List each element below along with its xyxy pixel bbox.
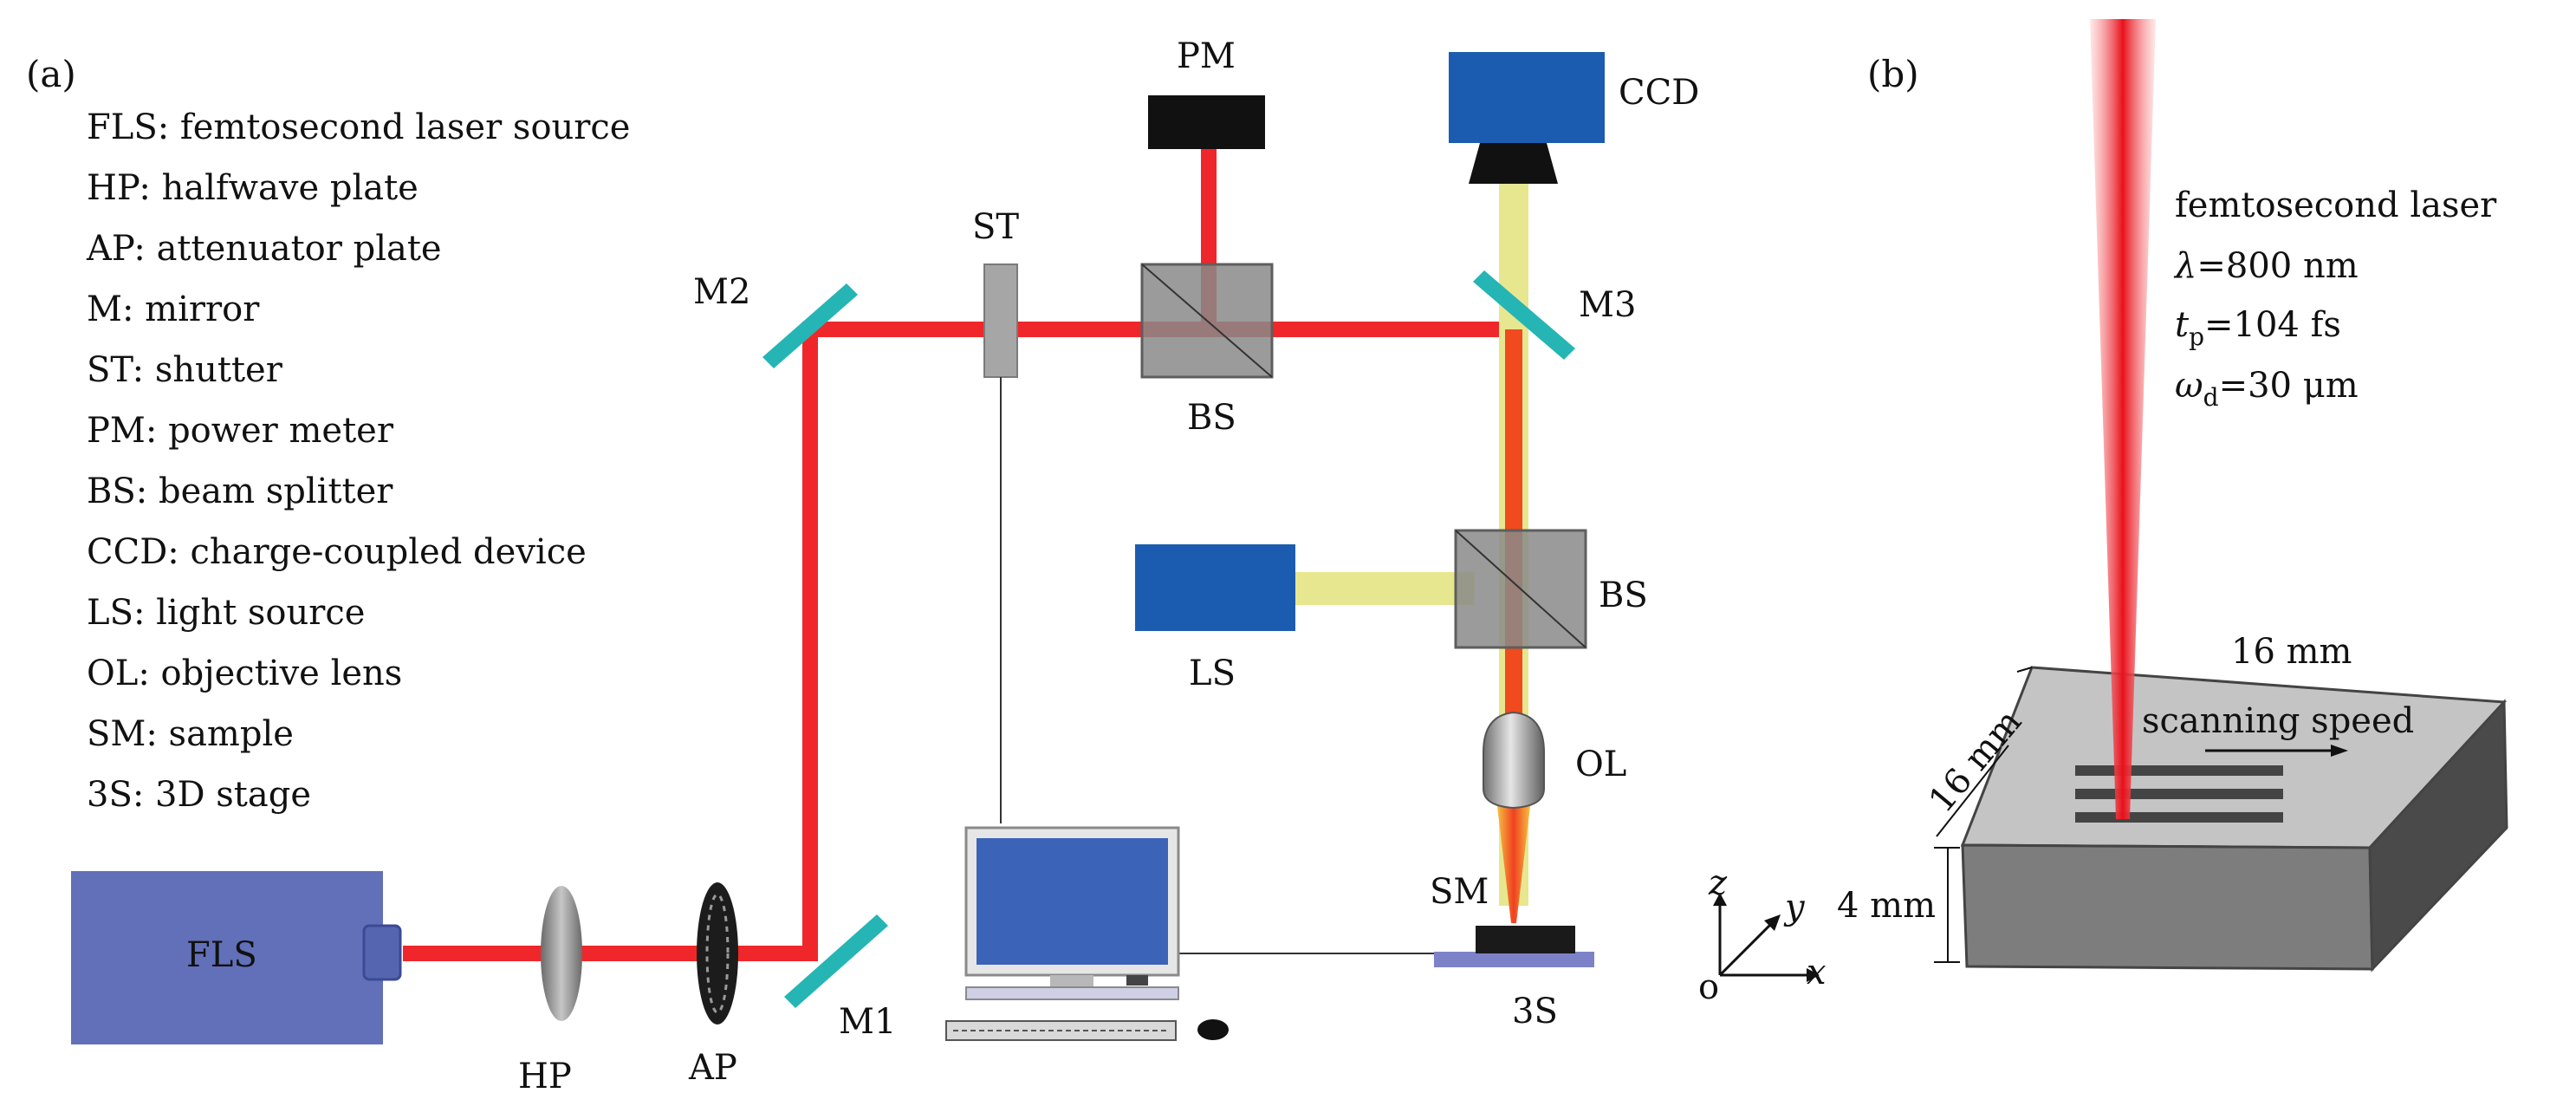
halfwave-plate: HP: [518, 886, 582, 1096]
height-label: 4 mm: [1837, 886, 1936, 926]
power-meter: PM: [1148, 36, 1265, 149]
ap-label: AP: [688, 1048, 737, 1088]
wavelength-value: =800 nm: [2196, 246, 2358, 286]
beam-splitter-middle: BS: [1454, 529, 1648, 649]
bs-top-label: BS: [1187, 398, 1236, 438]
laser-parameters: femtosecond laser λ=800 nm tp=104 fs ωd=…: [2173, 185, 2497, 412]
m1-label: M1: [839, 1002, 896, 1042]
legend-item: FLS: femtosecond laser source: [87, 107, 630, 147]
hp-label: HP: [518, 1057, 572, 1096]
ol-label: OL: [1575, 745, 1626, 784]
axis-x-label: x: [1807, 953, 1827, 992]
mirror-m1: M1: [784, 914, 896, 1042]
legend-item: BS: beam splitter: [87, 472, 393, 511]
legend-item: AP: attenuator plate: [86, 229, 442, 269]
waist-value: =30 μm: [2219, 366, 2359, 406]
length-label: 16 mm: [2231, 632, 2352, 672]
waist-sub: d: [2203, 383, 2219, 412]
scanning-speed: scanning speed: [2142, 701, 2414, 757]
objective-lens: OL: [1483, 711, 1626, 810]
focused-beam: [1497, 806, 1530, 923]
legend-item: LS: light source: [87, 593, 365, 633]
legend-item: ST: shutter: [87, 350, 283, 390]
m3-label: M3: [1579, 285, 1636, 325]
computer: [945, 826, 1434, 1041]
ls-label: LS: [1189, 654, 1236, 693]
legend-item: HP: halfwave plate: [87, 168, 419, 208]
light-source: LS: [1135, 544, 1295, 693]
stage-label: 3S: [1512, 992, 1558, 1031]
scan-label: scanning speed: [2142, 701, 2414, 741]
waist-symbol: ω: [2175, 366, 2203, 406]
wavelength-symbol: λ: [2173, 246, 2196, 286]
legend-item: 3S: 3D stage: [87, 775, 311, 815]
coordinate-axes: z y x o: [1698, 863, 1827, 1007]
panel-b: (b) femtosecond laser λ=800 nm tp=104 fs…: [1837, 19, 2508, 973]
legend-item: M: mirror: [87, 290, 260, 329]
fls-label: FLS: [186, 935, 257, 975]
sample-stage: SM 3S: [1430, 872, 1594, 1031]
legend-item: PM: power meter: [87, 411, 394, 451]
legend: FLS: femtosecond laser source HP: halfwa…: [86, 107, 630, 815]
m2-label: M2: [693, 272, 750, 312]
legend-item: OL: objective lens: [87, 654, 402, 693]
sample-block: [1960, 666, 2508, 973]
bs-mid-label: BS: [1599, 576, 1648, 615]
pm-label: PM: [1177, 36, 1236, 76]
pulse-symbol: t: [2175, 305, 2190, 345]
ccd-camera: CCD: [1449, 52, 1699, 184]
wavelength-row: λ=800 nm: [2173, 246, 2359, 286]
pulse-value: =104 fs: [2204, 305, 2341, 345]
attenuator-plate: AP: [688, 882, 738, 1088]
shutter: ST: [972, 207, 1019, 823]
axis-origin-label: o: [1698, 967, 1719, 1007]
axis-z-label: z: [1708, 863, 1728, 903]
sm-label: SM: [1430, 872, 1489, 912]
mirror-m3: M3: [1473, 270, 1636, 360]
waist-row: ωd=30 μm: [2175, 366, 2359, 412]
beam-splitter-top: BS: [1140, 263, 1274, 438]
laser-title: femtosecond laser: [2175, 185, 2497, 225]
pulse-row: tp=104 fs: [2175, 305, 2341, 351]
ccd-label: CCD: [1619, 73, 1699, 113]
femtosecond-laser-source: FLS: [71, 871, 402, 1044]
panel-a: (a) FLS: femtosecond laser source HP: ha…: [26, 36, 1827, 1096]
legend-item: CCD: charge-coupled device: [87, 532, 587, 572]
pulse-sub: p: [2189, 322, 2204, 351]
axis-y-label: y: [1783, 888, 1806, 927]
panel-b-label: (b): [1867, 53, 1919, 95]
legend-item: SM: sample: [87, 714, 294, 754]
panel-a-label: (a): [26, 53, 76, 95]
mirror-m2: M2: [693, 272, 858, 368]
laser-beam-b: [2090, 19, 2156, 819]
st-label: ST: [972, 207, 1019, 247]
